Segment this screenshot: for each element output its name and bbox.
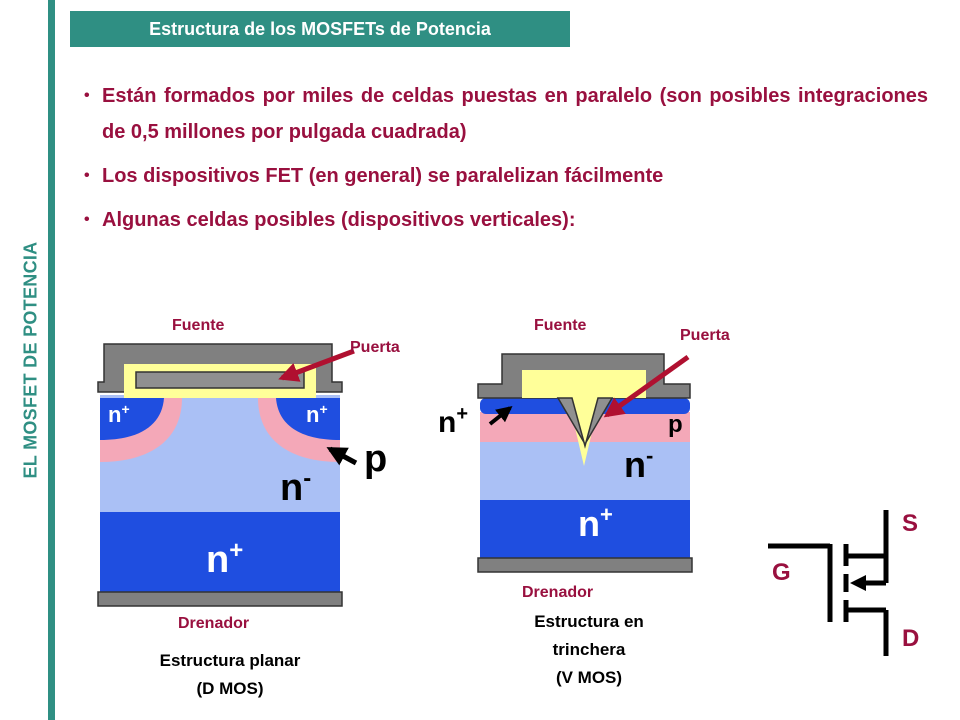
planar-n-plus-right: [276, 398, 340, 440]
symbol-source-label: S: [902, 510, 918, 537]
trench-v-gate-electrode: [556, 397, 614, 449]
trench-caption-line2: trinchera: [553, 640, 626, 659]
trench-source-label: Fuente: [534, 317, 587, 334]
trench-n-minus-label: n-: [624, 443, 653, 485]
bullet-item: Están formados por miles de celdas puest…: [84, 78, 928, 150]
trench-p-label: p: [668, 411, 683, 438]
planar-gate-electrode: [135, 371, 305, 389]
trench-gate-arrow: [603, 354, 690, 418]
planar-n-plus-left-label: n+: [108, 401, 130, 427]
symbol-drain-label: D: [902, 625, 919, 652]
planar-p-label: p: [364, 438, 387, 480]
trench-structure: [477, 353, 693, 573]
trench-caption-line1: Estructura en: [534, 612, 644, 631]
trench-drain-metal: [477, 557, 693, 573]
trench-drain-label: Drenador: [522, 584, 593, 601]
planar-n-minus-label: n-: [280, 465, 311, 509]
planar-drain-metal: [97, 591, 343, 607]
planar-gate-label: Puerta: [350, 339, 400, 356]
planar-gate-arrow: [278, 348, 355, 382]
trench-gate-label: Puerta: [680, 327, 730, 344]
trench-n-plus-label: n+: [438, 403, 468, 439]
planar-source-label: Fuente: [172, 317, 225, 334]
planar-drain-label: Drenador: [178, 615, 249, 632]
trench-n-plus-bottom-label: n+: [578, 502, 613, 544]
trench-n-plus-arrow: [488, 406, 513, 426]
mosfet-symbol: [768, 510, 889, 656]
bullet-list: Están formados por miles de celdas puest…: [84, 78, 928, 246]
planar-n-plus-bottom-label: n+: [206, 537, 243, 581]
planar-p-arrow: [326, 446, 358, 466]
planar-n-plus-left: [100, 398, 164, 440]
bullet-item: Algunas celdas posibles (dispositivos ve…: [84, 202, 928, 238]
trench-gate-oxide: [522, 370, 646, 466]
planar-caption-line1: Estructura planar: [160, 651, 301, 670]
symbol-body-arrow-icon: [850, 575, 866, 591]
trench-caption-line3: (V MOS): [556, 668, 622, 687]
planar-n-plus-substrate: [100, 512, 340, 592]
side-accent-bar: [48, 0, 55, 720]
symbol-gate-label: G: [772, 559, 791, 586]
planar-n-plus-right-label: n+: [306, 401, 328, 427]
bullet-item: Los dispositivos FET (en general) se par…: [84, 158, 928, 194]
planar-caption-line2: (D MOS): [196, 679, 263, 698]
trench-n-plus-substrate: [480, 500, 690, 558]
planar-structure: [97, 343, 358, 607]
slide-title: Estructura de los MOSFETs de Potencia: [70, 11, 570, 47]
